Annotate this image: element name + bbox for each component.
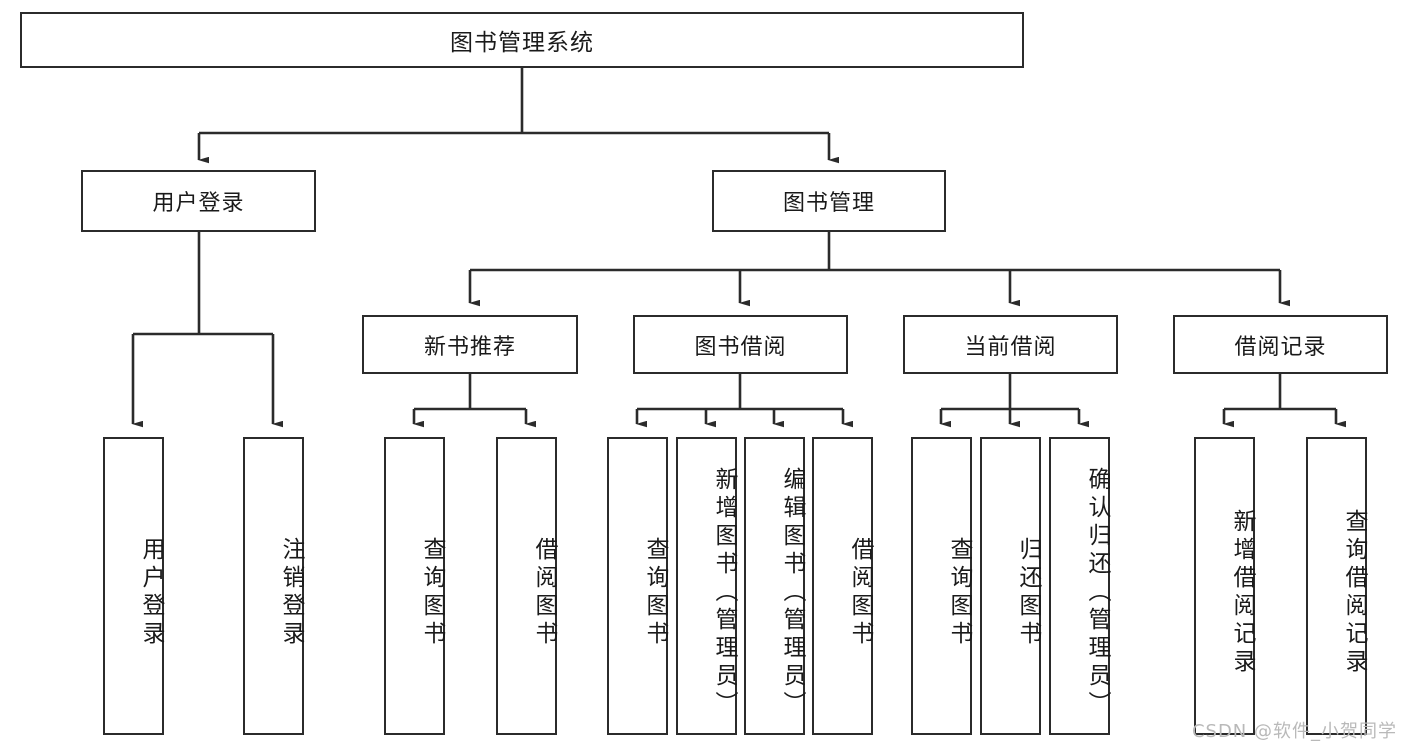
leaf-current-return-book[interactable]: 归还图书 bbox=[980, 437, 1041, 735]
leaf-recommend-query-book[interactable]: 查询图书 bbox=[384, 437, 445, 735]
node-label: 新增图书（管理员） bbox=[711, 467, 737, 719]
node-label: 借阅记录 bbox=[1234, 334, 1327, 360]
node-current-borrow[interactable]: 当前借阅 bbox=[903, 315, 1118, 374]
node-label: 查询图书 bbox=[419, 537, 445, 649]
leaf-record-query-record[interactable]: 查询借阅记录 bbox=[1306, 437, 1367, 735]
node-label: 归还图书 bbox=[1015, 537, 1041, 649]
node-user-login[interactable]: 用户登录 bbox=[81, 170, 316, 232]
node-book-management[interactable]: 图书管理 bbox=[712, 170, 946, 232]
node-label: 用户登录 bbox=[138, 537, 164, 649]
node-label: 查询图书 bbox=[642, 537, 668, 649]
leaf-recommend-borrow-book[interactable]: 借阅图书 bbox=[496, 437, 557, 735]
node-label: 注销登录 bbox=[278, 537, 304, 649]
node-label: 编辑图书（管理员） bbox=[779, 467, 805, 719]
node-label: 查询图书 bbox=[946, 537, 972, 649]
node-label: 借阅图书 bbox=[847, 537, 873, 649]
node-label: 确认归还（管理员） bbox=[1084, 467, 1110, 719]
node-label: 用户登录 bbox=[152, 191, 245, 216]
leaf-user-login-logout[interactable]: 注销登录 bbox=[243, 437, 304, 735]
node-label: 当前借阅 bbox=[964, 334, 1057, 360]
node-book-borrow[interactable]: 图书借阅 bbox=[633, 315, 848, 374]
node-label: 借阅图书 bbox=[531, 537, 557, 649]
leaf-record-add-record[interactable]: 新增借阅记录 bbox=[1194, 437, 1255, 735]
node-label: 新书推荐 bbox=[423, 334, 516, 360]
leaf-current-confirm-return[interactable]: 确认归还（管理员） bbox=[1049, 437, 1110, 735]
leaf-borrow-borrow-book[interactable]: 借阅图书 bbox=[812, 437, 873, 735]
watermark-csdn: CSDN @软件_小贺同学 bbox=[1191, 721, 1397, 742]
leaf-borrow-edit-book[interactable]: 编辑图书（管理员） bbox=[744, 437, 805, 735]
leaf-user-login-login[interactable]: 用户登录 bbox=[103, 437, 164, 735]
node-root-system[interactable]: 图书管理系统 bbox=[20, 12, 1024, 68]
node-borrow-record[interactable]: 借阅记录 bbox=[1173, 315, 1388, 374]
leaf-borrow-add-book[interactable]: 新增图书（管理员） bbox=[676, 437, 737, 735]
node-label: 图书管理 bbox=[782, 191, 875, 216]
leaf-borrow-query-book[interactable]: 查询图书 bbox=[607, 437, 668, 735]
leaf-current-query-book[interactable]: 查询图书 bbox=[911, 437, 972, 735]
node-label: 图书管理系统 bbox=[450, 30, 594, 56]
node-label: 查询借阅记录 bbox=[1341, 509, 1367, 677]
node-label: 新增借阅记录 bbox=[1229, 509, 1255, 677]
node-new-book-recommend[interactable]: 新书推荐 bbox=[362, 315, 578, 374]
node-label: 图书借阅 bbox=[694, 334, 787, 360]
